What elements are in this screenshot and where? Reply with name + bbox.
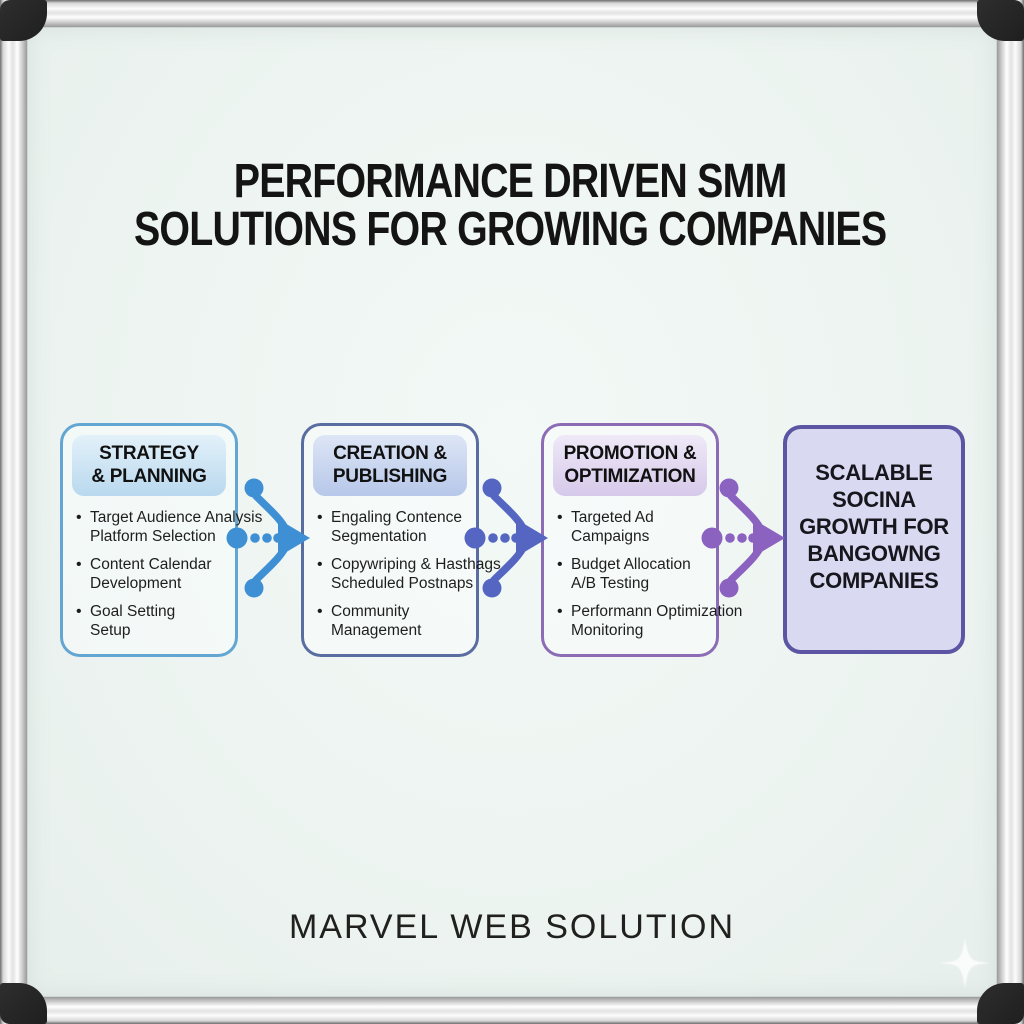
- result-line: SCALABLE: [815, 460, 933, 485]
- bullet-line: Scheduled Postnaps: [331, 575, 474, 592]
- bullet-item: • Goal Setting Setup: [76, 602, 235, 640]
- stage-header-line2: PUBLISHING: [332, 466, 448, 487]
- stage-box-creation-publishing: CREATION & PUBLISHING • Engaling Contenc…: [301, 423, 501, 657]
- footer-brand: MARVEL WEB SOLUTION: [288, 908, 736, 946]
- bullet-line: Community: [331, 603, 410, 620]
- bullet-item: • Performann Optimization Monitoring: [557, 602, 742, 640]
- bullet-dot-icon: •: [317, 556, 323, 573]
- bullet-dot-icon: •: [557, 556, 563, 573]
- bullet-line: Targeted Ad: [571, 509, 654, 526]
- stage-header-line2: OPTIMIZATION: [564, 466, 696, 487]
- bullet-line: Goal Setting: [90, 603, 176, 620]
- bullet-dot-icon: •: [557, 603, 563, 620]
- bullet-item: • Target Audience Analysis Platform Sele…: [76, 508, 262, 546]
- bullet-line: Monitoring: [571, 622, 644, 639]
- converging-arrow-icon: [226, 478, 310, 598]
- result-line: GROWTH FOR: [799, 514, 949, 539]
- stage-header: PROMOTION & OPTIMIZATION: [553, 435, 707, 496]
- result-box-scalable-growth: SCALABLE SOCINA GROWTH FOR BANGOWNG COMP…: [783, 425, 965, 654]
- bullet-line: Target Audience Analysis: [90, 509, 263, 526]
- bullet-item: • Copywriping & Hasthags Scheduled Postn…: [317, 555, 501, 593]
- bullet-line: Management: [331, 622, 422, 639]
- whiteboard-frame-top: [0, 0, 1024, 27]
- bullet-line: Setup: [90, 622, 131, 639]
- page-title-line1: PERFORMANCE DRIVEN SMM: [233, 155, 788, 208]
- stage-header-line1: PROMOTION &: [563, 443, 697, 464]
- sparkle-icon: [940, 938, 990, 988]
- bullet-item: • Budget Allocation A/B Testing: [557, 555, 716, 593]
- bullet-item: • Targeted Ad Campaigns: [557, 508, 716, 546]
- result-line: COMPANIES: [809, 568, 939, 593]
- bullet-line: Engaling Contence: [331, 509, 462, 526]
- whiteboard-frame-bottom: [0, 997, 1024, 1024]
- bullet-dot-icon: •: [76, 509, 82, 526]
- page-title: PERFORMANCE DRIVEN SMM SOLUTIONS FOR GRO…: [90, 158, 930, 254]
- converging-arrow-icon: [464, 478, 548, 598]
- stage-box-strategy-planning: STRATEGY & PLANNING • Target Audience An…: [60, 423, 262, 657]
- result-line: SOCINA: [832, 487, 916, 512]
- bullet-line: Content Calendar: [90, 556, 212, 573]
- converging-arrow-icon: [701, 478, 785, 598]
- bullet-item: • Engaling Contence Segmentation: [317, 508, 476, 546]
- bullet-dot-icon: •: [557, 509, 563, 526]
- bullet-line: Development: [90, 575, 182, 592]
- stage-header-line1: CREATION &: [333, 443, 447, 464]
- whiteboard-frame-left: [0, 0, 27, 1024]
- bullet-line: Performann Optimization: [571, 603, 743, 620]
- bullet-item: • Community Management: [317, 602, 476, 640]
- bullet-item: • Content Calendar Development: [76, 555, 235, 593]
- bullet-line: A/B Testing: [571, 575, 650, 592]
- bullet-list: • Engaling Contence Segmentation • Copyw…: [304, 506, 501, 640]
- bullet-line: Platform Selection: [90, 528, 216, 545]
- bullet-dot-icon: •: [317, 509, 323, 526]
- bullet-list: • Targeted Ad Campaigns • Budget Allocat…: [544, 506, 742, 640]
- bullet-line: Segmentation: [331, 528, 427, 545]
- bullet-line: Copywriping & Hasthags: [331, 556, 501, 573]
- stage-box-promotion-optimization: PROMOTION & OPTIMIZATION • Targeted Ad C…: [541, 423, 742, 657]
- whiteboard-frame-right: [997, 0, 1024, 1024]
- stage-header: STRATEGY & PLANNING: [72, 435, 226, 496]
- result-line: BANGOWNG: [807, 541, 941, 566]
- bullet-dot-icon: •: [317, 603, 323, 620]
- bullet-dot-icon: •: [76, 603, 82, 620]
- stage-header: CREATION & PUBLISHING: [313, 435, 467, 496]
- bullet-dot-icon: •: [76, 556, 82, 573]
- page-title-line2: SOLUTIONS FOR GROWING COMPANIES: [133, 203, 887, 256]
- bullet-list: • Target Audience Analysis Platform Sele…: [63, 506, 262, 640]
- stage-header-line2: & PLANNING: [91, 466, 207, 487]
- stage-header-line1: STRATEGY: [99, 443, 199, 464]
- bullet-line: Campaigns: [571, 528, 650, 545]
- bullet-line: Budget Allocation: [571, 556, 691, 573]
- frame-corner-bottom-right: [977, 983, 1024, 1024]
